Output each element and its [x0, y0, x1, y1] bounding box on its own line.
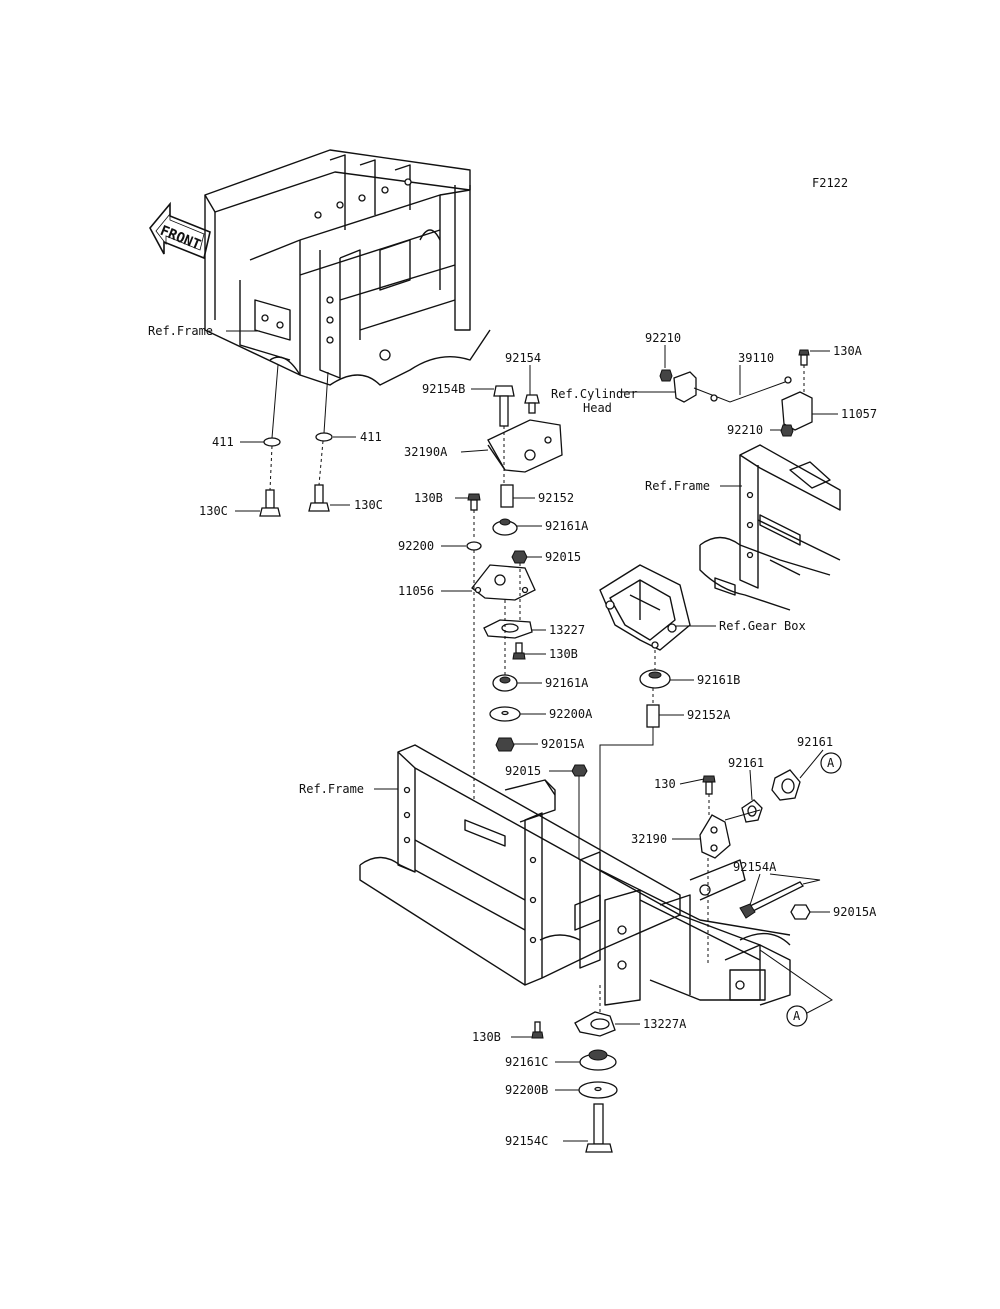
part-92161a-2-label: 92161A: [545, 676, 589, 690]
damper-92161b: [639, 669, 671, 689]
damper-92161-1: [771, 769, 801, 801]
bolt-92154: [524, 394, 540, 414]
part-92210-top-label: 92210: [645, 331, 681, 345]
part-130b-2-label: 130B: [549, 647, 578, 661]
part-130b-3-label: 130B: [472, 1030, 501, 1044]
part-39110-label: 39110: [738, 351, 774, 365]
ref-frame-top-left-label: Ref.Frame: [148, 324, 213, 338]
bolt-92154b: [493, 385, 515, 427]
part-92015a-1-label: 92015A: [541, 737, 585, 751]
part-92152a-label: 92152A: [687, 708, 731, 722]
callout-a-bottom-label: A: [793, 1009, 801, 1023]
part-92200b-label: 92200B: [505, 1083, 548, 1097]
bracket-11056: [471, 564, 536, 601]
part-13227a-label: 13227A: [643, 1017, 687, 1031]
part-130a-label: 130A: [833, 344, 863, 358]
nut-92015-1: [511, 550, 528, 564]
bolt-130: [702, 775, 716, 795]
part-32190-label: 32190: [631, 832, 667, 846]
bolt-92154c: [585, 1103, 613, 1153]
bolt-130b-3: [531, 1021, 544, 1039]
part-13227-label: 13227: [549, 623, 585, 637]
bottom-frame-illustration: [359, 744, 791, 1006]
nut-92210-bottom: [780, 424, 794, 437]
nut-92015a-1: [495, 737, 515, 752]
leader-lines: [226, 330, 838, 1142]
ref-cylinder-head-label-2: Head: [583, 401, 612, 415]
damper-92161c: [579, 1049, 617, 1071]
part-92161-2-label: 92161: [728, 756, 764, 770]
bolt-92154a: [739, 881, 804, 919]
ref-frame-bottom-label: Ref.Frame: [299, 782, 364, 796]
part-92154-label: 92154: [505, 351, 541, 365]
nut-92015a-2: [790, 904, 811, 920]
bracket-32190: [699, 814, 731, 859]
part-92015-2-label: 92015: [505, 764, 541, 778]
bolt-130c-left: [259, 489, 281, 517]
part-11057-label: 11057: [841, 407, 877, 421]
part-92154a-label: 92154A: [733, 860, 777, 874]
part-130-label: 130: [654, 777, 676, 791]
part-130c-right-label: 130C: [354, 498, 383, 512]
part-11056-label: 11056: [398, 584, 434, 598]
part-92152-label: 92152: [538, 491, 574, 505]
part-92015a-2-label: 92015A: [833, 905, 877, 919]
damper-92161a-top: [492, 518, 518, 536]
nut-92015-2: [571, 764, 588, 777]
ref-gear-box-label: Ref.Gear Box: [719, 619, 806, 633]
damper-92161-2: [741, 799, 763, 823]
washer-92200b: [578, 1081, 618, 1099]
callout-a-bottom: A: [786, 1005, 808, 1027]
ref-frame-right-label: Ref.Frame: [645, 479, 710, 493]
bracket-11057: [781, 391, 813, 431]
bolt-130b-1: [467, 493, 481, 511]
callout-a-top-label: A: [827, 756, 835, 770]
collar-92152: [500, 484, 514, 508]
part-411-right-label: 411: [360, 430, 382, 444]
washer-92200a: [489, 706, 521, 722]
gear-box-bracket-illustration: [599, 564, 691, 651]
part-92161c-label: 92161C: [505, 1055, 548, 1069]
front-arrow-icon: FRONT: [149, 201, 211, 260]
part-92161-1-label: 92161: [797, 735, 833, 749]
collar-92152a: [646, 704, 660, 728]
part-32190a-label: 32190A: [404, 445, 448, 459]
washer-411-left: [263, 437, 281, 447]
plate-13227a: [574, 1011, 616, 1037]
part-92015-1-label: 92015: [545, 550, 581, 564]
washer-92200: [466, 541, 482, 551]
washer-411-right: [315, 432, 333, 442]
part-92200-label: 92200: [398, 539, 434, 553]
part-92161b-label: 92161B: [697, 673, 740, 687]
callout-a-top: A: [820, 752, 842, 774]
bolt-130a: [798, 349, 810, 366]
part-92154c-label: 92154C: [505, 1134, 548, 1148]
part-411-left-label: 411: [212, 435, 234, 449]
ref-cylinder-head-label-1: Ref.Cylinder: [551, 387, 638, 401]
bolt-130b-2: [512, 642, 526, 660]
part-92161a-1-label: 92161A: [545, 519, 589, 533]
part-92200a-label: 92200A: [549, 707, 593, 721]
nut-92210-top: [659, 369, 673, 382]
bracket-32190a: [487, 419, 563, 473]
right-frame-illustration: [699, 444, 841, 611]
cable-39110: [673, 371, 792, 403]
part-92210-bottom-label: 92210: [727, 423, 763, 437]
part-130c-left-label: 130C: [199, 504, 228, 518]
figure-number: F2122: [812, 176, 848, 190]
part-130b-1-label: 130B: [414, 491, 443, 505]
plate-13227: [483, 619, 533, 639]
damper-92161a-bottom: [492, 674, 518, 692]
part-92154b-label: 92154B: [422, 382, 465, 396]
bolt-130c-right: [308, 484, 330, 512]
top-left-frame-illustration: [204, 149, 491, 386]
